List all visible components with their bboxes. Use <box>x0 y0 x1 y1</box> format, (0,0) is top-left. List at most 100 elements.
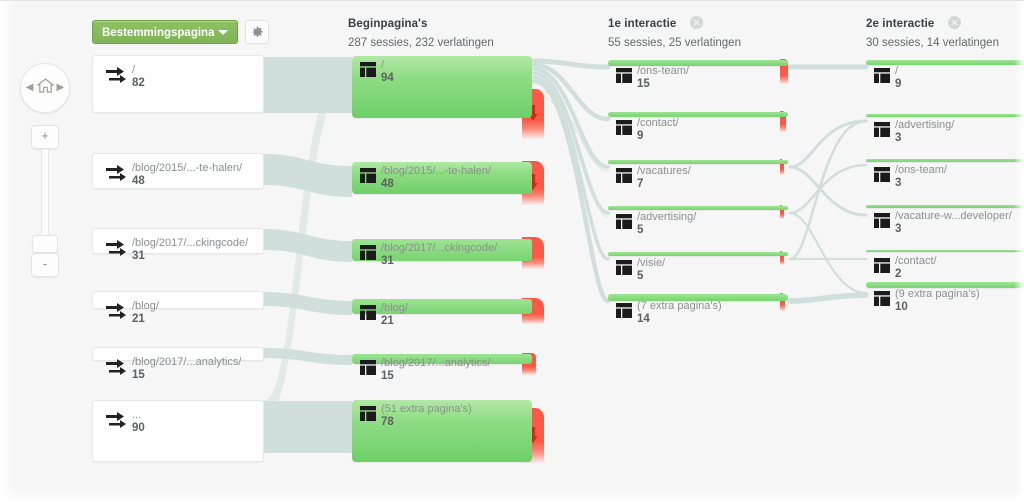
chevron-right-icon[interactable]: ▶ <box>56 82 65 93</box>
source-node-value: 82 <box>132 77 145 89</box>
double-arrow-icon <box>105 301 127 326</box>
page-node-value: 21 <box>381 315 394 327</box>
column-title: 1e interactie <box>608 17 677 30</box>
column-subtitle: 30 sessies, 14 verlatingen <box>866 37 999 49</box>
page-node-label: /advertising/ <box>637 211 697 223</box>
home-icon[interactable] <box>35 78 55 98</box>
zoom-slider[interactable]: + - <box>20 125 68 277</box>
page-icon <box>874 213 890 233</box>
page-node-value: 31 <box>381 255 394 267</box>
page-node-bar[interactable] <box>866 159 1024 162</box>
double-arrow-icon <box>105 65 127 90</box>
page-node-bar[interactable] <box>352 400 532 462</box>
double-arrow-icon <box>105 410 127 435</box>
close-icon[interactable] <box>689 16 703 30</box>
page-node-bar[interactable] <box>608 160 788 164</box>
page-node-label: /ons-team/ <box>895 164 947 176</box>
source-node[interactable]: /blog/ 21 <box>92 291 264 325</box>
page-node-value: 3 <box>895 177 902 189</box>
source-node-value: 90 <box>132 422 145 434</box>
source-node-value: 15 <box>132 369 145 381</box>
page-node-bar[interactable] <box>352 239 532 261</box>
page-icon <box>360 360 376 380</box>
dropoff-bar[interactable] <box>780 251 784 265</box>
double-arrow-icon <box>105 357 127 382</box>
dropoff-bar[interactable] <box>780 205 784 219</box>
column-title: 2e interactie <box>866 17 935 30</box>
source-node[interactable]: /blog/2017/...ckingcode/ 31 <box>92 228 264 262</box>
page-icon <box>360 406 376 426</box>
page-node-label: /advertising/ <box>895 119 955 131</box>
page-node-value: 10 <box>895 301 908 313</box>
source-node[interactable]: /blog/2015/...-te-halen/ 48 <box>92 153 264 189</box>
page-node-label: /visie/ <box>637 257 666 269</box>
page-node-label: /vacatures/ <box>637 165 691 177</box>
dropoff-bar[interactable] <box>780 293 785 311</box>
page-node-bar[interactable] <box>866 114 1024 117</box>
page-node-value: 5 <box>637 270 644 282</box>
page-node-value: 9 <box>637 130 644 142</box>
page-icon <box>874 167 890 187</box>
dropoff-bar[interactable] <box>780 111 786 132</box>
page-node-bar[interactable] <box>352 56 532 118</box>
page-node-bar[interactable] <box>352 162 532 194</box>
close-icon[interactable] <box>947 16 961 30</box>
home-button[interactable]: ◀ ▶ <box>20 63 70 113</box>
double-arrow-icon <box>105 163 127 188</box>
page-icon <box>874 122 890 142</box>
zoom-in-button[interactable]: + <box>31 125 59 149</box>
source-node[interactable]: / 82 <box>92 55 264 113</box>
dropoff-bar[interactable] <box>780 59 788 84</box>
page-icon <box>360 305 376 325</box>
source-node-label: /blog/2015/...-te-halen/ <box>132 162 243 174</box>
settings-button[interactable] <box>245 20 269 44</box>
page-node-value: 15 <box>637 78 650 90</box>
page-node-bar[interactable] <box>608 112 788 117</box>
page-node-bar[interactable] <box>866 205 1024 208</box>
page-node-bar[interactable] <box>608 206 788 210</box>
page-node-value: 5 <box>637 224 644 236</box>
page-icon <box>360 168 376 188</box>
source-node[interactable]: /blog/2017/...analytics/ 15 <box>92 347 264 381</box>
page-node-value: 7 <box>637 178 644 190</box>
page-node-bar[interactable] <box>866 60 1024 65</box>
page-node-label: / <box>895 65 899 77</box>
dropoff-bar[interactable] <box>780 159 784 175</box>
page-icon <box>360 62 376 82</box>
gear-icon <box>251 25 263 37</box>
page-node-bar[interactable] <box>352 354 532 364</box>
page-node-value: 9 <box>895 78 902 90</box>
column-header-beginpaginas: Beginpagina's 287 sessies, 232 verlating… <box>348 15 494 49</box>
source-node-label: /blog/2017/...ckingcode/ <box>132 237 249 249</box>
zoom-slider-handle[interactable] <box>32 235 58 253</box>
page-node-bar[interactable] <box>608 252 788 256</box>
chevron-down-icon[interactable] <box>218 30 228 35</box>
dimension-select[interactable]: Bestemmingspagina <box>92 20 238 44</box>
page-node-label: (7 extra pagina's) <box>637 300 722 312</box>
column-title: Beginpagina's <box>348 17 428 30</box>
zoom-track[interactable] <box>41 145 49 257</box>
source-node-label: /blog/2017/...analytics/ <box>132 356 242 368</box>
page-node-label: / <box>381 59 385 71</box>
source-node[interactable]: ... 90 <box>92 400 264 462</box>
page-node-bar[interactable] <box>866 250 1024 252</box>
page-node-bar[interactable] <box>608 60 788 66</box>
column-subtitle: 287 sessies, 232 verlatingen <box>348 37 494 49</box>
page-node-value: 3 <box>895 223 902 235</box>
page-node-value: 15 <box>381 370 394 382</box>
page-node-label: (9 extra pagina's) <box>895 288 980 300</box>
map-navigation-control[interactable]: ◀ ▶ + - <box>18 63 72 277</box>
source-node-value: 21 <box>132 313 145 325</box>
page-node-label: /blog/2017/...analytics/ <box>381 357 491 369</box>
page-node-bar[interactable] <box>352 299 532 314</box>
chevron-left-icon[interactable]: ◀ <box>25 82 34 93</box>
page-node-label: /contact/ <box>895 255 937 267</box>
zoom-out-button[interactable]: - <box>31 253 59 277</box>
page-node-label: /blog/ <box>381 302 408 314</box>
page-node-value: 2 <box>895 268 902 280</box>
page-icon <box>360 245 376 265</box>
page-node-bar[interactable] <box>866 282 1024 288</box>
page-node-bar[interactable] <box>608 294 788 301</box>
